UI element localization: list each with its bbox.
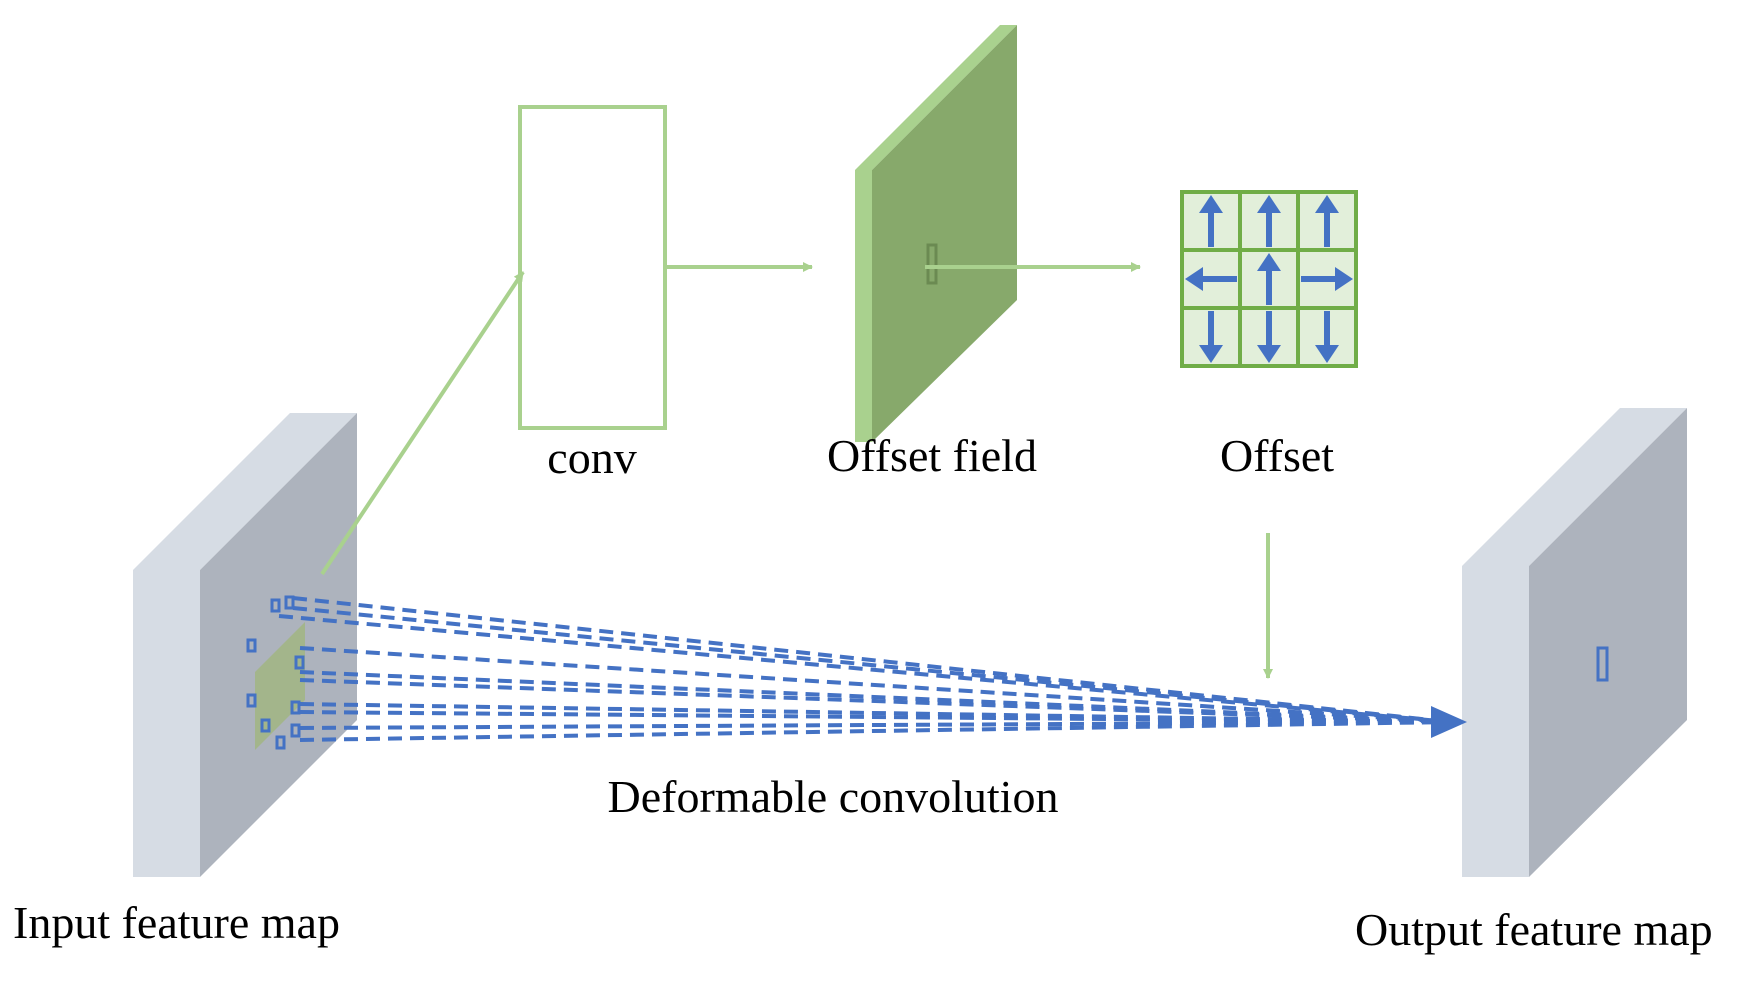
deformable-convolution-label: Deformable convolution xyxy=(608,771,1059,822)
offset-field-top xyxy=(855,25,1017,170)
offset-arrow-head xyxy=(1315,345,1339,363)
offset-arrow-head xyxy=(1257,195,1281,213)
offset-arrow-head xyxy=(1335,267,1353,291)
offset-arrow-head xyxy=(1199,345,1223,363)
up-arrow xyxy=(1315,195,1339,247)
sampling-points xyxy=(246,595,305,750)
output-map-face xyxy=(1529,408,1687,877)
offset-field-label: Offset field xyxy=(827,430,1037,481)
right-arrow xyxy=(1301,267,1353,291)
output-feature-map-label: Output feature map xyxy=(1355,904,1713,955)
offset-arrow-head xyxy=(1257,345,1281,363)
offset-arrow-head xyxy=(1185,267,1203,291)
output-feature-map xyxy=(1462,408,1687,877)
offset-arrow-head xyxy=(1257,253,1281,271)
offset-arrow-head xyxy=(1199,195,1223,213)
output-sample-point xyxy=(1596,646,1609,682)
offset-grid xyxy=(1180,190,1358,368)
input-map-patch xyxy=(255,622,305,750)
input-map-front xyxy=(133,570,200,877)
sampling-arrowhead xyxy=(1431,706,1467,738)
up-arrow xyxy=(1257,253,1281,305)
output-map-front xyxy=(1462,566,1529,877)
output-map-top xyxy=(1462,408,1687,566)
input-to-conv-arrow xyxy=(320,270,525,576)
conv-box xyxy=(518,105,667,430)
input-map-face xyxy=(200,413,357,877)
up-arrow xyxy=(1257,195,1281,247)
offset-field-point xyxy=(926,243,938,285)
offset-label: Offset xyxy=(1220,430,1334,481)
sampling-lines xyxy=(278,596,1451,742)
input-feature-map-label: Input feature map xyxy=(13,897,340,948)
down-arrow xyxy=(1315,311,1339,363)
input-map-top xyxy=(133,413,357,570)
down-arrow xyxy=(1199,311,1223,363)
offset-field-face xyxy=(872,25,1017,442)
conv-label: conv xyxy=(547,432,636,483)
down-arrow xyxy=(1257,311,1281,363)
left-arrow xyxy=(1185,267,1237,291)
offset-field xyxy=(855,25,1017,442)
up-arrow xyxy=(1199,195,1223,247)
offset-arrow-head xyxy=(1315,195,1339,213)
input-feature-map xyxy=(133,413,357,877)
offset-field-edge xyxy=(855,170,872,442)
